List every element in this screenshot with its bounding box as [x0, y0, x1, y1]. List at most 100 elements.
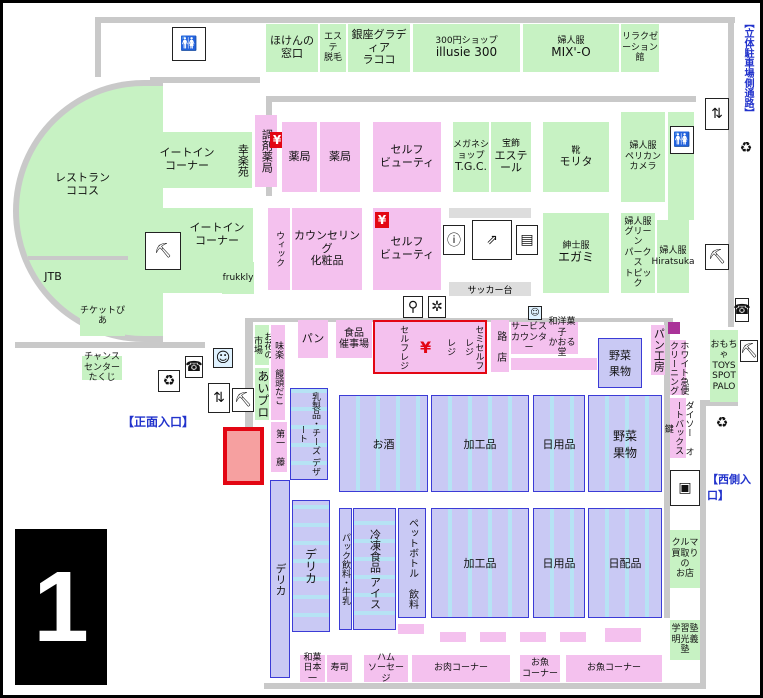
store-daiichi[interactable]: 第一 藤 [271, 422, 287, 472]
store-deli[interactable]: デリカ [292, 500, 330, 632]
store-oniku[interactable]: お肉コーナー [412, 655, 510, 682]
store-kakohin2[interactable]: 加工品 [431, 508, 529, 618]
store-chance[interactable]: チャンスセンター たくじ [82, 352, 122, 383]
store-petbottle[interactable]: ペットボトル 飲料 [398, 508, 426, 618]
store-roten[interactable]: 路 店 [491, 320, 509, 372]
wall [264, 683, 704, 689]
store-ticket[interactable]: チケットぴあ [80, 296, 125, 336]
store-kuruma[interactable]: クルマ 買取りの お店 [670, 530, 700, 588]
store-nichiyohin1[interactable]: 日用品 [533, 395, 585, 492]
store-pelican[interactable]: 婦人服 ペリカン カメラ [621, 112, 665, 202]
baby-icon: ☺ [213, 348, 233, 368]
store-kakohin1[interactable]: 加工品 [431, 395, 529, 492]
store-label: リラクゼーション 館 [621, 32, 658, 64]
store-label: イートイン コーナー [189, 221, 245, 247]
store-sub-label: メガネショップ [453, 140, 490, 161]
store-pharmacy1[interactable]: 薬局 [282, 122, 317, 192]
recycle-icon: ♻ [712, 412, 732, 434]
escalator-icon: ⇗ [472, 220, 512, 260]
store-osakana2[interactable]: お魚コーナー [566, 655, 662, 682]
store-label: お肉コーナー [433, 663, 488, 674]
store-label: 寿司 [330, 663, 349, 674]
document-icon: ▤ [516, 225, 538, 255]
store-ai-plaza[interactable]: あいプロ [255, 368, 270, 420]
wall [728, 17, 734, 327]
store-pack[interactable]: パック飲料・牛乳 [339, 508, 352, 630]
atm-machine-icon: ▣ [670, 470, 700, 506]
store-pharmacy2[interactable]: 薬局 [320, 122, 360, 192]
store-eatin2[interactable]: イートイン コーナー [185, 212, 249, 258]
store-self-beauty1[interactable]: セルフ ビューティ [373, 122, 441, 192]
parking-corridor: 【立体駐車場側通路】 [735, 18, 755, 128]
store-label: TOYS SPOT PALO [712, 360, 736, 392]
store-label: パン [301, 331, 325, 345]
soccer-table: サッカー台 [449, 282, 531, 296]
store-restaurant[interactable]: レストラン ココス [40, 165, 125, 205]
store-label: 第一 藤 [274, 428, 285, 466]
store-sub-label: 婦人服 [659, 246, 687, 257]
store-shokuhin[interactable]: 食品 催事場 [336, 320, 372, 358]
store-yasai-small[interactable]: 野菜 果物 [598, 338, 642, 388]
wall [95, 17, 735, 23]
store-pan[interactable]: パン [298, 320, 328, 358]
store-kaoru[interactable]: 和洋菓子かおる堂 [546, 317, 578, 358]
shelf [398, 624, 424, 634]
store-service[interactable]: サービス カウンター [511, 322, 547, 354]
store-osake[interactable]: お酒 [339, 395, 428, 492]
store-este[interactable]: エステ 脱毛 [320, 24, 346, 72]
store-daiso[interactable]: ダイソー オートバックス 鍵 [663, 398, 694, 458]
store-reji[interactable]: レジ [442, 323, 458, 371]
store-label: 味楽 饅頭だこ [273, 340, 284, 405]
store-meiko[interactable]: 学習塾明光義塾 [670, 620, 700, 660]
store-quick[interactable]: ウィック [268, 208, 290, 290]
store-deli-side[interactable]: デリカ [270, 480, 290, 678]
store-ajido[interactable]: 味楽 饅頭だこ [271, 325, 285, 420]
store-yasai-large[interactable]: 野菜 果物 [588, 395, 662, 492]
wall [28, 256, 128, 260]
west-entrance[interactable]: 【西側入口】 [707, 471, 763, 503]
wall [700, 400, 706, 689]
store-label: あいプロ [255, 370, 270, 418]
store-chozai[interactable]: 調剤薬局 [255, 115, 277, 187]
store-ham[interactable]: ハム ソーセージ [364, 653, 408, 684]
store-hana[interactable]: お花の 市場 [252, 325, 272, 365]
store-estale[interactable]: 宝飾エステール [491, 122, 531, 192]
stairs-icon: ⛏ [740, 340, 758, 362]
shelf [511, 358, 597, 370]
store-label: 日用品 [542, 557, 576, 570]
store-pan-kobo[interactable]: パン工房 [651, 325, 665, 375]
store-green-parks[interactable]: 婦人服 グリーン パークス トピック [621, 213, 655, 293]
store-eatin1[interactable]: イートイン コーナー [138, 132, 236, 188]
store-nichiyohin2[interactable]: 日用品 [533, 508, 585, 618]
phone-icon: ☎ [185, 356, 203, 378]
yen-icon: ¥ [420, 338, 432, 357]
store-osakana[interactable]: お魚コーナー [520, 655, 560, 682]
store-nyuseihin[interactable]: 乳製品・チーズ デザート [290, 388, 328, 480]
store-nihon[interactable]: 和菓日本一 [300, 653, 325, 684]
store-frukkly[interactable]: frukkly [222, 262, 254, 294]
front-entrance[interactable]: 【正面入口】 [122, 413, 194, 430]
store-label: ほけんの 窓口 [270, 34, 314, 60]
store-counseling[interactable]: カウンセリング 化粧品 [292, 208, 362, 290]
store-label: 乳製品・チーズ デザート [297, 392, 320, 476]
store-cleaning[interactable]: ホワイト急便 クリーニング [668, 340, 688, 395]
store-semi-self[interactable]: セミセルフ レジ [463, 323, 483, 371]
store-self-reji[interactable]: セルフレジ [395, 323, 411, 371]
stairs-icon: ⛏ [705, 244, 729, 270]
store-relax[interactable]: リラクゼーション 館 [621, 24, 659, 72]
store-nichihaihin[interactable]: 日配品 [588, 508, 662, 618]
store-hoken[interactable]: ほけんの 窓口 [266, 24, 318, 72]
store-egami[interactable]: 紳士服エガミ [543, 213, 609, 293]
store-label: 薬局 [329, 149, 351, 163]
store-jtb[interactable]: JTB [28, 262, 78, 292]
store-sushi[interactable]: 寿司 [327, 655, 352, 682]
store-lacoco[interactable]: 銀座グラディア ラココ [348, 24, 410, 72]
store-morita[interactable]: 靴モリタ [543, 122, 609, 192]
store-reito[interactable]: 冷凍食品 アイス [353, 508, 396, 630]
store-kourakuen[interactable]: 幸楽苑 [232, 132, 252, 188]
